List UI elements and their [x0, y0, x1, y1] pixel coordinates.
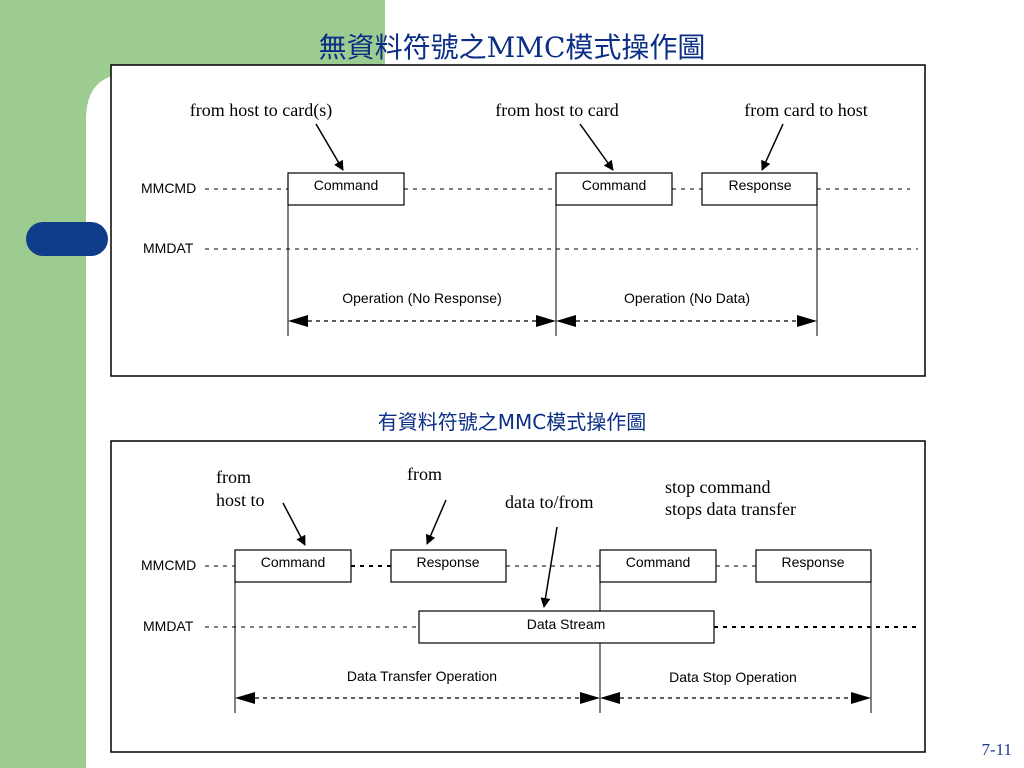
operation-no-response-label: Operation (No Response)	[342, 290, 502, 306]
annotation-stop-line1: stop command	[665, 477, 771, 497]
operation-no-data-label: Operation (No Data)	[624, 290, 750, 306]
annotation-card-to-host: from card to host	[744, 100, 867, 120]
command-box-1	[287, 172, 405, 206]
signal-label-mmcmd: MMCMD	[141, 180, 196, 196]
signal-label-mmcmd-b: MMCMD	[141, 557, 196, 573]
response-box-b1-label: Response	[416, 554, 479, 570]
operation-arrowheads-top	[288, 315, 817, 327]
annotation-stop-line2: stops data transfer	[665, 499, 796, 519]
response-box	[701, 172, 818, 206]
command-box-b2-label: Command	[626, 554, 691, 570]
blue-tab	[26, 222, 108, 256]
arrow-to-data-stream	[540, 526, 558, 608]
annotation-from-host-line1: from	[216, 467, 251, 487]
page-number: 7-11	[981, 740, 1012, 759]
annotation-host-to-card: from host to card	[495, 100, 618, 120]
data-transfer-operation-label: Data Transfer Operation	[347, 668, 497, 684]
signal-label-mmdat: MMDAT	[143, 240, 194, 256]
annotation-data-to-from: data to/from	[505, 492, 593, 512]
arrow-to-command-b1	[282, 502, 306, 546]
command-box-b2	[599, 549, 717, 583]
diagram-frame-bottom	[110, 440, 926, 753]
annotation-from: from	[407, 464, 442, 484]
command-box-1-label: Command	[314, 177, 379, 193]
annotation-from-host-line2: host to	[216, 490, 265, 510]
command-box-2-label: Command	[582, 177, 647, 193]
signal-label-mmdat-b: MMDAT	[143, 618, 194, 634]
subtitle-with-data: 有資料符號之MMC模式操作圖	[377, 410, 647, 434]
response-box-b2-label: Response	[781, 554, 844, 570]
arrow-to-command-1	[315, 123, 344, 171]
arrow-to-response-b1	[425, 499, 447, 545]
slide-title: 無資料符號之MMC模式操作圖	[318, 31, 706, 64]
data-stop-operation-label: Data Stop Operation	[669, 669, 797, 685]
annotation-host-to-cards: from host to card(s)	[190, 100, 332, 121]
data-stream-label: Data Stream	[527, 616, 606, 632]
response-box-label: Response	[728, 177, 791, 193]
command-box-b1	[234, 549, 352, 583]
arrow-to-command-2	[579, 123, 614, 171]
command-box-2	[555, 172, 673, 206]
arrow-to-response	[761, 123, 784, 171]
response-box-b1	[390, 549, 507, 583]
command-box-b1-label: Command	[261, 554, 326, 570]
data-stream-box	[418, 610, 715, 644]
diagram-frame-top	[110, 64, 926, 377]
operation-arrowheads-bottom	[235, 692, 871, 704]
response-box-b2	[755, 549, 872, 583]
